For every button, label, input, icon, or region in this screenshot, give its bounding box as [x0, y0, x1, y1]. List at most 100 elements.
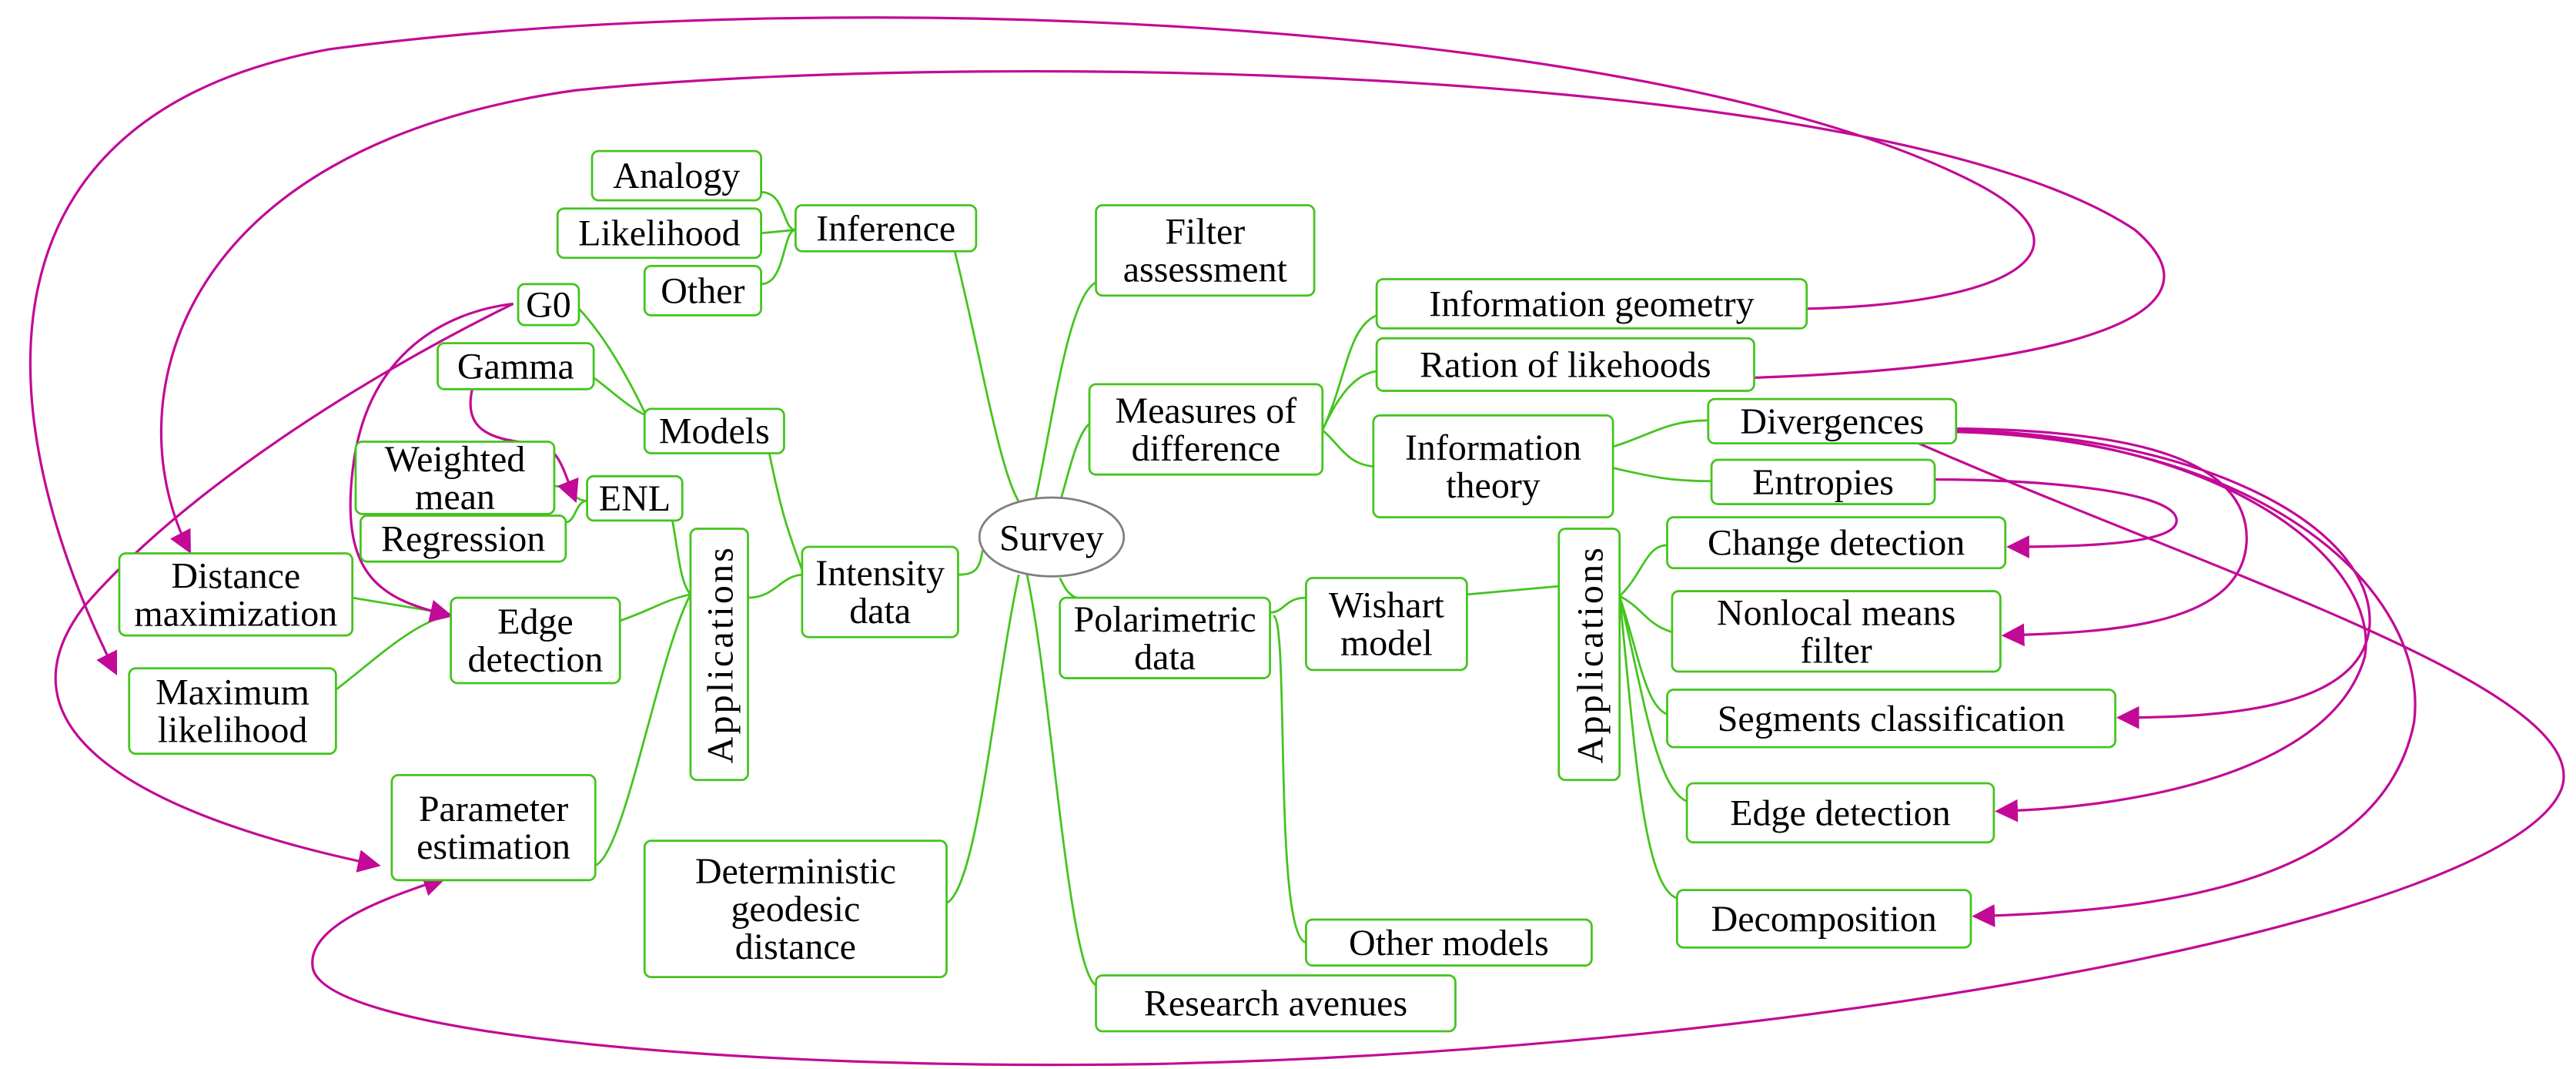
- node-box: [1375, 278, 1808, 330]
- node-label: assessment: [1123, 250, 1288, 290]
- branch-inference-likelihood: [761, 229, 796, 235]
- branch-apps-segments: [1618, 595, 1668, 715]
- node-other[interactable]: Other: [643, 265, 762, 317]
- node-other-models[interactable]: Other models: [1305, 918, 1593, 967]
- node-research-avenues[interactable]: Research avenues: [1095, 974, 1457, 1033]
- node-label: difference: [1132, 428, 1281, 469]
- node-info-geometry[interactable]: Information geometry: [1375, 278, 1808, 330]
- node-box: [517, 283, 580, 327]
- node-box: [1666, 689, 2116, 749]
- node-label: Filter: [1165, 212, 1245, 253]
- node-label: likelihood: [158, 710, 308, 751]
- node-label: Entropies: [1752, 462, 1894, 503]
- node-box: [1095, 974, 1457, 1033]
- node-box: [450, 596, 621, 685]
- node-applications-left[interactable]: Applications: [689, 528, 749, 782]
- node-decomposition[interactable]: Decomposition: [1675, 889, 1972, 949]
- link-ratio-distancemax: [159, 70, 2166, 555]
- branch-root-intensity: [958, 549, 984, 576]
- node-label: Edge: [497, 602, 574, 642]
- node-likelihood[interactable]: Likelihood: [556, 207, 762, 260]
- node-label: data: [849, 591, 911, 632]
- node-box: [586, 474, 684, 522]
- node-label: Measures of: [1116, 390, 1297, 431]
- node-entropies[interactable]: Entropies: [1710, 458, 1936, 505]
- branch-root-research: [1025, 574, 1097, 987]
- branch-applications-edge: [619, 593, 691, 622]
- node-label: Distance: [171, 555, 300, 596]
- node-label: filter: [1801, 630, 1872, 671]
- branch-apps-decomposition: [1618, 595, 1678, 900]
- branch-enl-regression: [565, 499, 587, 524]
- node-label: model: [1340, 623, 1433, 664]
- node-label: G0: [526, 284, 571, 325]
- node-label: Deterministic: [695, 851, 896, 892]
- node-box: [1707, 397, 1958, 445]
- node-box: [689, 528, 749, 782]
- node-ratio-likelihoods[interactable]: Ration of likehoods: [1375, 337, 1755, 392]
- node-models[interactable]: Models: [643, 407, 785, 454]
- node-segments-class[interactable]: Segments classification: [1666, 689, 2116, 749]
- link-divergences-segments: [1955, 429, 2371, 729]
- node-label: Research avenues: [1144, 984, 1407, 1024]
- node-label: theory: [1446, 465, 1541, 506]
- link-entropies-change: [1935, 478, 2178, 558]
- root-node-survey[interactable]: Survey: [978, 496, 1126, 578]
- branch-measures-ratio: [1321, 370, 1377, 431]
- node-label: Intensity: [815, 553, 945, 594]
- link-divergences-nonlocal: [1955, 427, 2248, 647]
- node-label: geodesic: [731, 889, 860, 930]
- node-box: [359, 514, 567, 563]
- node-label: Other models: [1349, 923, 1549, 963]
- branch-root-inference: [953, 250, 1028, 514]
- node-change-detection[interactable]: Change detection: [1666, 516, 2007, 570]
- node-edge-right[interactable]: Edge detection: [1685, 782, 1996, 844]
- node-label: detection: [468, 639, 604, 680]
- node-box: [590, 149, 762, 202]
- node-label: Parameter: [419, 789, 568, 829]
- node-label: Analogy: [613, 156, 740, 196]
- node-box: [1372, 414, 1614, 518]
- node-box: [643, 265, 762, 317]
- node-box: [118, 552, 354, 637]
- node-box: [1685, 782, 1996, 844]
- node-label: Nonlocal means: [1717, 592, 1955, 633]
- node-label: Wishart: [1329, 585, 1445, 626]
- node-box: [556, 207, 762, 260]
- node-g0[interactable]: G0: [517, 283, 580, 327]
- node-label: data: [1134, 637, 1196, 678]
- branch-applications-param: [594, 594, 692, 866]
- link-divergences-paramestimation: [311, 441, 2565, 1067]
- node-label: distance: [735, 927, 856, 967]
- node-analogy[interactable]: Analogy: [590, 149, 762, 202]
- link-infogeometry-maxlikelihood: [28, 16, 2036, 675]
- node-divergences[interactable]: Divergences: [1707, 397, 1958, 445]
- branch-infotheory-divergences: [1612, 419, 1708, 448]
- branch-root-filter: [1034, 281, 1097, 501]
- node-box: [390, 773, 597, 882]
- node-inference[interactable]: Inference: [794, 204, 978, 253]
- node-label: Maximum: [156, 672, 309, 713]
- node-box: [1557, 528, 1621, 782]
- node-gamma[interactable]: Gamma: [437, 342, 595, 390]
- branch-inference-analogy: [761, 191, 796, 231]
- node-regression[interactable]: Regression: [359, 514, 567, 563]
- node-box: [1305, 918, 1593, 967]
- branch-root-measures: [1059, 423, 1090, 503]
- branch-root-polarimetric: [1059, 577, 1077, 599]
- node-enl[interactable]: ENL: [586, 474, 684, 522]
- node-applications-right[interactable]: Applications: [1557, 528, 1621, 782]
